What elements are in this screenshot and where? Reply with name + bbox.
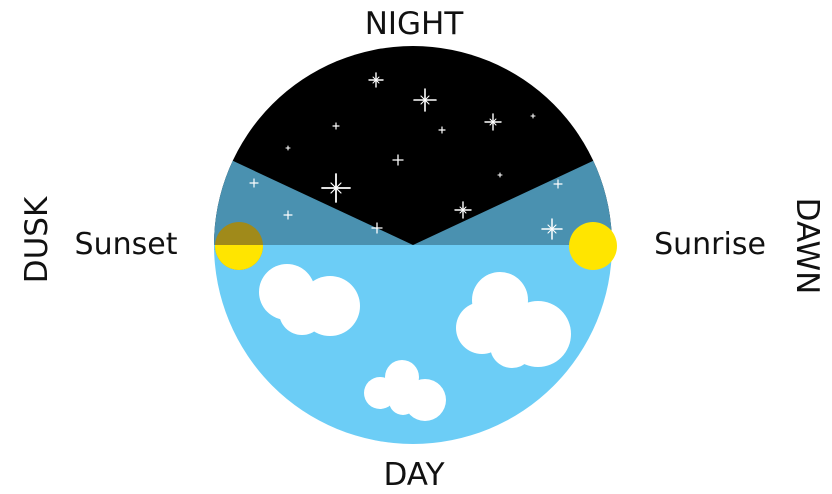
sunrise-sun (569, 222, 617, 270)
sunrise-label: Sunrise (654, 227, 766, 262)
day-label: DAY (383, 457, 444, 493)
sunset-sun (215, 222, 263, 270)
night-label: NIGHT (365, 6, 465, 42)
dusk-label: DUSK (19, 196, 55, 283)
sunset-label: Sunset (75, 227, 178, 262)
sun-icon (569, 222, 617, 270)
dawn-label: DAWN (789, 198, 825, 295)
